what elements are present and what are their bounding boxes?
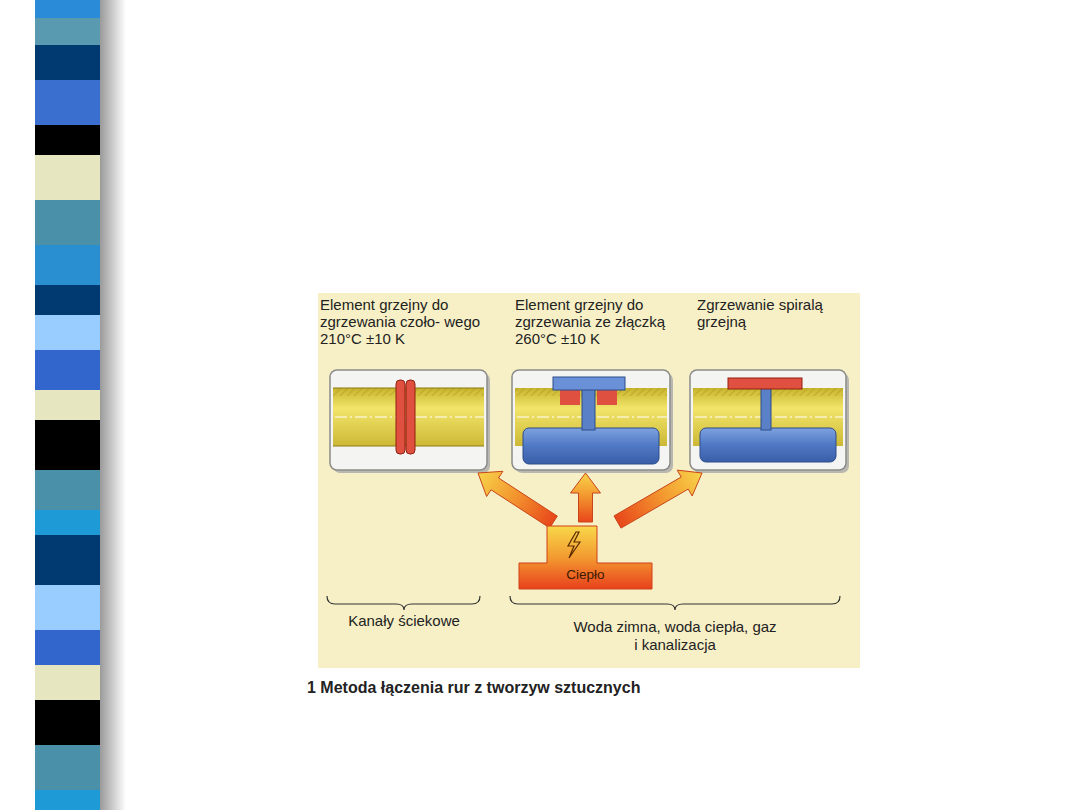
heat-outline (519, 526, 652, 589)
heat-arrow (571, 473, 601, 522)
figure-ground (318, 293, 860, 668)
group-label: Kanały ściekowe (309, 612, 499, 630)
method-heading: Element grzejny do zgrzewania czoło- weg… (320, 296, 482, 347)
socket-weld-figure (512, 370, 673, 473)
lightning-symbol (568, 532, 580, 558)
method-panel: Zgrzewanie spiralą grzejną (690, 296, 850, 470)
method-panel: Element grzejny do zgrzewania ze złączką… (512, 296, 672, 470)
method-heading: Zgrzewanie spiralą grzejną (697, 296, 853, 330)
heat-box: Ciepło (518, 525, 653, 590)
bracket (510, 596, 840, 610)
heat-label: Ciepło (518, 566, 653, 584)
bracket (327, 596, 480, 610)
butt-weld-figure (330, 370, 490, 473)
electrofusion-figure (690, 370, 849, 473)
heat-arrow (614, 470, 702, 528)
method-panel: Element grzejny do zgrzewania czoło- weg… (320, 296, 490, 470)
method-heading: Element grzejny do zgrzewania ze złączką… (515, 296, 673, 347)
heat-arrow (478, 471, 557, 528)
figure-caption: 1 Metoda łączenia rur z tworzyw sztuczny… (307, 679, 640, 697)
decor-stripe (35, 0, 126, 810)
group-label: Woda zimna, woda ciepła, gaz i kanalizac… (570, 618, 780, 654)
